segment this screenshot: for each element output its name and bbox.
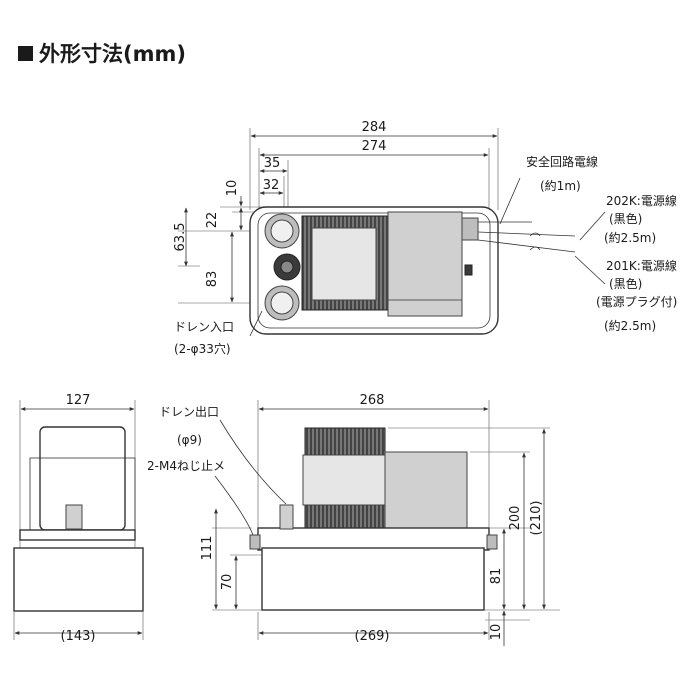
dim-81: 81 [489,568,504,585]
label-screw: 2-M4ねじ止メ [147,459,225,473]
leader-202k [579,211,606,241]
label-safety-line-length: (約1m) [540,178,581,193]
label-201k-length: (約2.5m) [604,318,656,333]
dim-70: 70 [220,574,235,591]
dim-22: 22 [205,212,220,229]
dim-10: 10 [225,180,240,197]
dim-210: (210) [529,501,544,536]
dim-127: 127 [66,393,91,408]
front-motor-cover [302,454,388,506]
motor-cover [311,227,377,301]
dim-32: 32 [263,178,280,193]
label-safety-line: 安全回路電線 [526,154,598,169]
title-square-icon [18,45,33,61]
label-202k-length: (約2.5m) [604,230,656,245]
screw-left [249,534,261,550]
label-drain-in: ドレン入口 [174,320,234,334]
label-201k-plug: (電源プラグ付) [596,295,677,309]
dim-269: (269) [355,629,390,644]
dim-143: (143) [61,629,96,644]
dim-284: 284 [362,120,387,135]
label-201k-line: 201K:電源線 [606,258,677,273]
screw-right [486,534,498,550]
title-text: 外形寸法(mm) [39,42,186,66]
label-drain-out: ドレン出口 [159,405,219,419]
side-flange [19,529,136,541]
label-202k-color: (黒色) [609,212,642,226]
top-view: 284 274 35 32 10 22 63.5 83 [173,120,677,356]
cable-gland [461,217,479,241]
dim-83: 83 [205,271,220,288]
cable-202k [477,231,576,237]
leader-drain-out [219,419,287,505]
top-body-inner [257,212,491,329]
front-tank-block [384,451,468,529]
dim-63-5: 63.5 [173,223,188,252]
dim-10-front: 10 [489,624,504,641]
side-view: 127 (143) [13,393,144,644]
label-201k-color: (黒色) [609,277,642,291]
cable-break-mark [529,232,541,251]
front-flange [257,527,490,551]
leader-safety [499,177,521,225]
dim-274: 274 [362,139,387,154]
side-base [13,547,144,612]
dim-200: 200 [508,506,523,531]
leader-screw [214,475,254,536]
front-view: 268 ドレン出口 (φ9) 2-M4ねじ止メ 111 70 200 (21 [147,393,560,646]
drain-hole-1-inner [270,219,294,243]
label-drain-out-spec: (φ9) [177,433,202,447]
label-202k-line: 202K:電源線 [606,193,677,208]
label-drain-in-spec: (2-φ33穴) [174,341,231,356]
small-terminal [464,264,473,276]
dim-35: 35 [264,156,281,171]
leader-201k [574,255,606,285]
leader-drain-in [249,310,263,337]
cable-201k [477,239,576,253]
drain-outlet-center [280,260,294,274]
front-drain-outlet [279,504,294,530]
tank-block [387,211,463,317]
drain-hole-2-inner [270,291,294,315]
dim-268: 268 [360,393,385,408]
page-title: 外形寸法(mm) [18,38,186,68]
front-base [261,547,485,611]
side-drain-outlet [65,504,83,530]
dim-111: 111 [200,536,215,561]
